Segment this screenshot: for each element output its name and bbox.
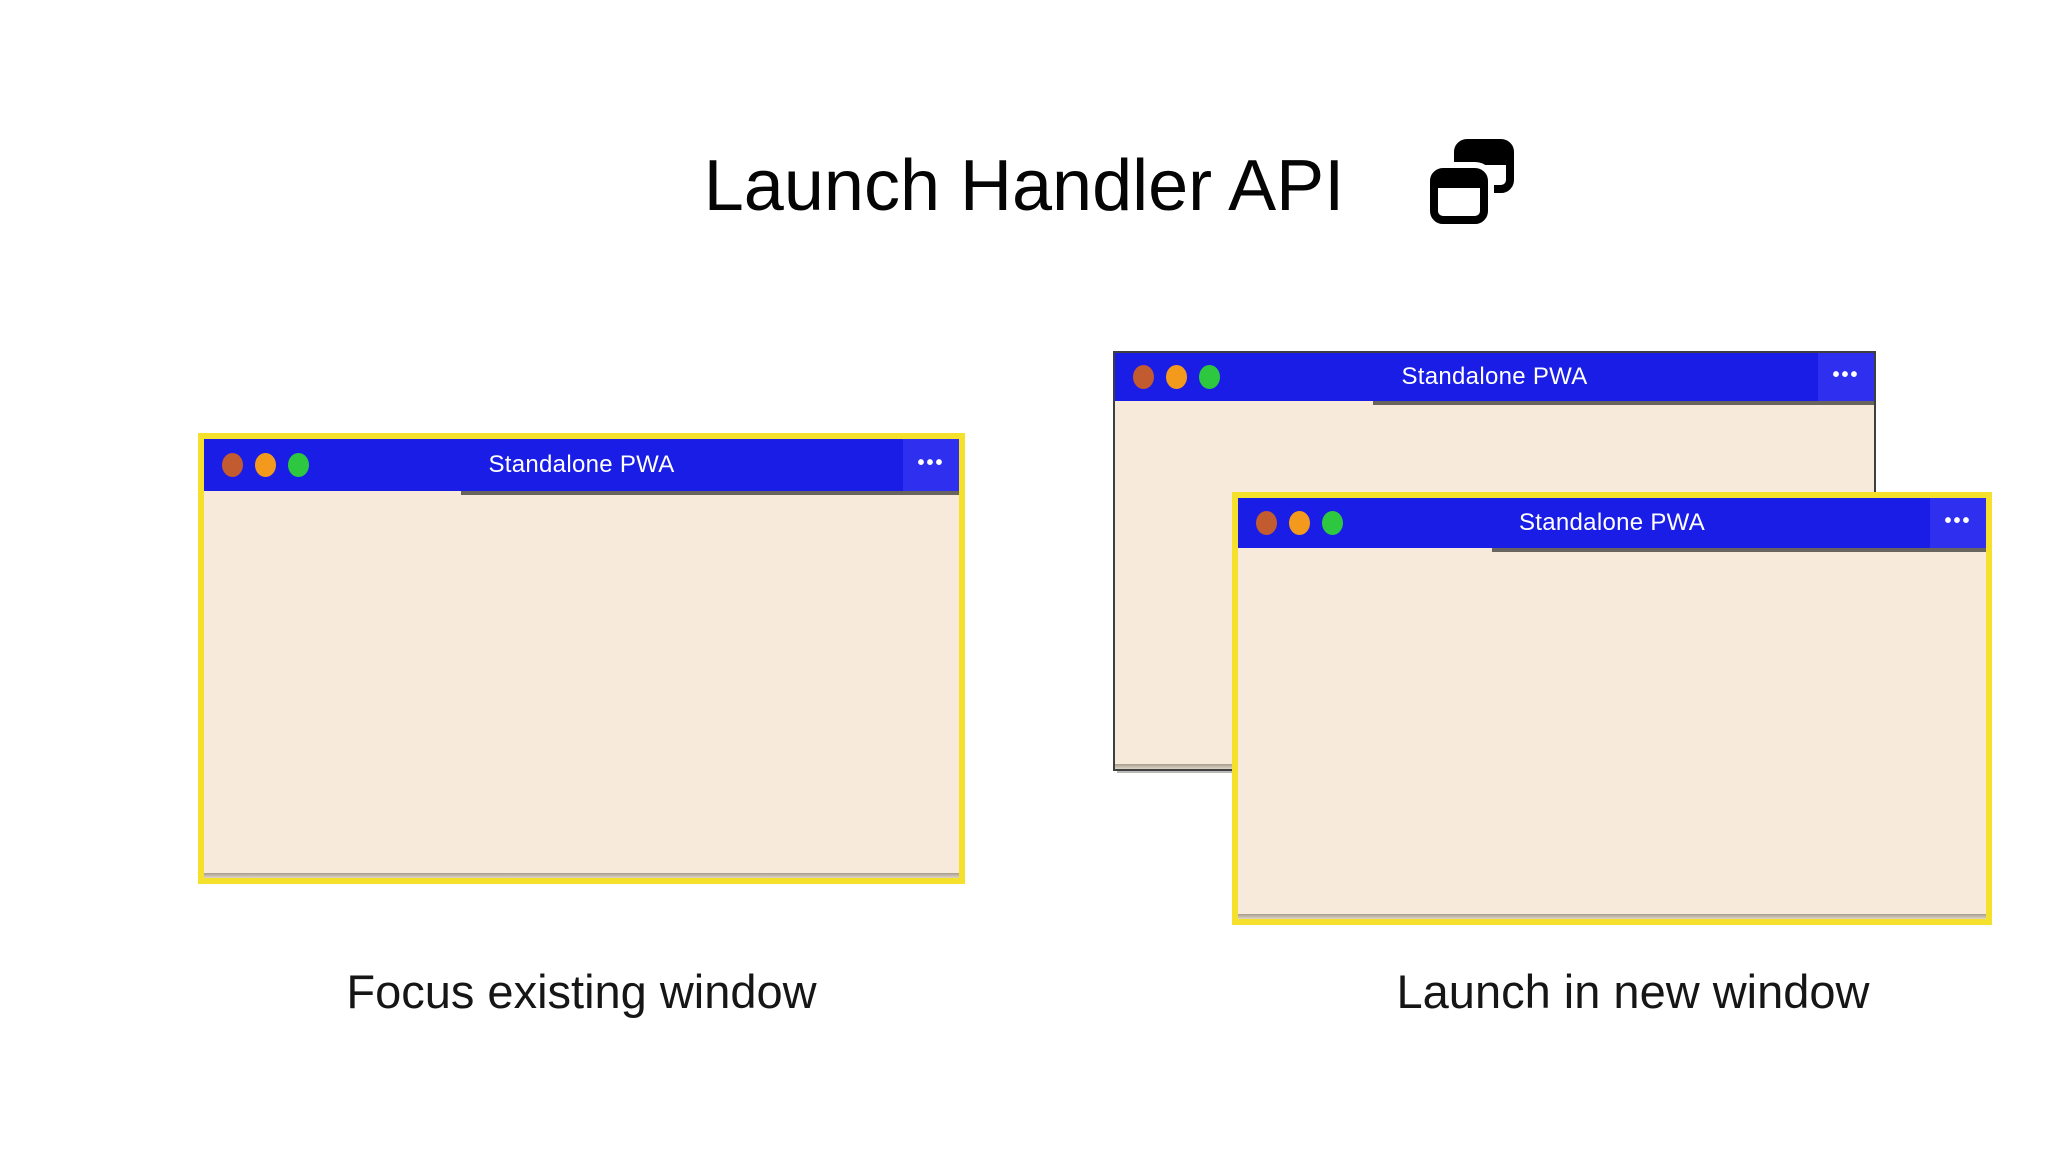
close-light-icon[interactable] (1133, 365, 1154, 389)
pwa-window-new: Standalone PWA ••• (1232, 492, 1992, 925)
ellipsis-icon: ••• (917, 452, 945, 474)
overlapping-windows-icon (1424, 138, 1514, 230)
caption-focus-existing: Focus existing window (346, 965, 817, 1018)
ellipsis-icon: ••• (1832, 364, 1860, 386)
titlebar-shadow (1492, 548, 1986, 552)
window-title: Standalone PWA (488, 451, 675, 478)
window-titlebar[interactable]: Standalone PWA ••• (204, 439, 959, 495)
more-menu-button[interactable]: ••• (1818, 353, 1874, 401)
window-body (204, 491, 959, 878)
close-light-icon[interactable] (222, 453, 243, 477)
minimize-light-icon[interactable] (255, 453, 276, 477)
titlebar-shadow (1373, 401, 1874, 405)
window-titlebar[interactable]: Standalone PWA ••• (1238, 498, 1986, 552)
maximize-light-icon[interactable] (1199, 365, 1220, 389)
maximize-light-icon[interactable] (1322, 511, 1343, 535)
window-inner-shadow (204, 873, 959, 878)
window-titlebar[interactable]: Standalone PWA ••• (1115, 353, 1874, 405)
caption-launch-new: Launch in new window (1396, 965, 1870, 1018)
close-light-icon[interactable] (1256, 511, 1277, 535)
window-title: Standalone PWA (1518, 509, 1706, 536)
page-title: Launch Handler API (703, 146, 1345, 226)
maximize-light-icon[interactable] (288, 453, 309, 477)
minimize-light-icon[interactable] (1289, 511, 1310, 535)
window-inner-shadow (1238, 914, 1986, 919)
traffic-lights (222, 439, 309, 491)
traffic-lights (1256, 498, 1343, 548)
traffic-lights (1133, 353, 1220, 401)
more-menu-button[interactable]: ••• (1930, 498, 1986, 548)
pwa-window-existing: Standalone PWA ••• (198, 433, 965, 884)
ellipsis-icon: ••• (1944, 510, 1972, 532)
window-body (1238, 548, 1986, 919)
window-title: Standalone PWA (1401, 363, 1588, 390)
minimize-light-icon[interactable] (1166, 365, 1187, 389)
more-menu-button[interactable]: ••• (903, 439, 959, 491)
titlebar-shadow (460, 491, 959, 495)
